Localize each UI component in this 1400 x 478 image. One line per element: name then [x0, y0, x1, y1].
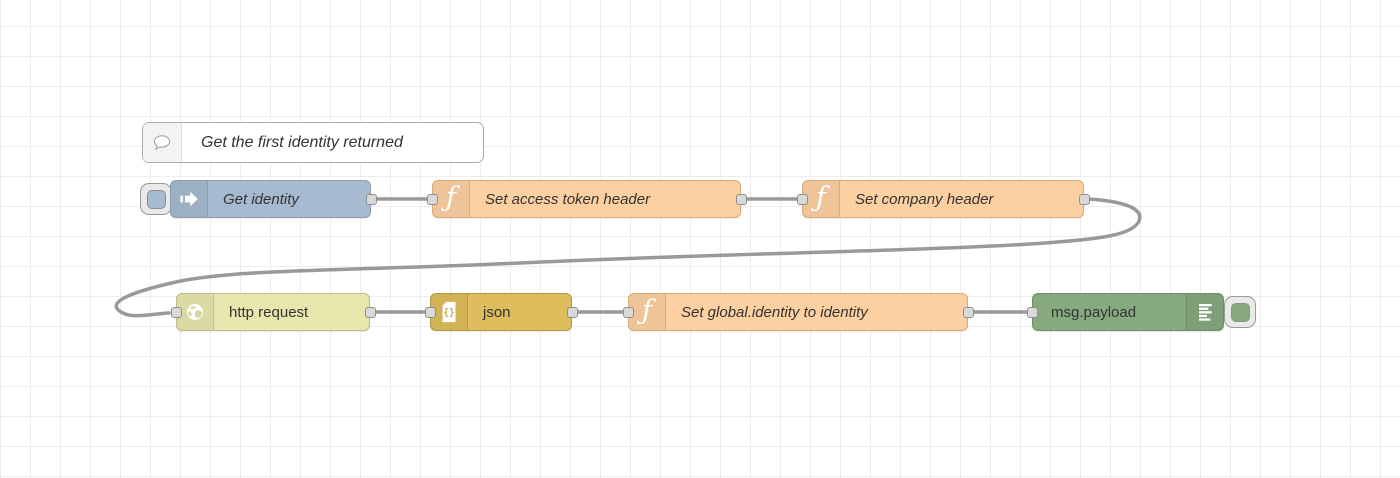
node-label: Set access token header — [485, 190, 651, 208]
node-json[interactable]: {} json — [424, 293, 578, 331]
node-label: Set company header — [855, 190, 994, 208]
function-icon: ƒ — [433, 181, 470, 217]
node-label: msg.payload — [1051, 303, 1137, 321]
inject-trigger-button[interactable] — [140, 183, 172, 215]
function-icon: ƒ — [629, 294, 666, 330]
function-glyph: ƒ — [446, 181, 456, 213]
node-function-set-company-header[interactable]: ƒ Set company header — [796, 180, 1090, 218]
output-port[interactable] — [1078, 193, 1090, 205]
comment-node[interactable]: Get the first identity returned — [142, 122, 484, 163]
function-glyph: ƒ — [642, 294, 652, 326]
node-function-set-access-token-header[interactable]: ƒ Set access token header — [426, 180, 747, 218]
node-debug-msg-payload[interactable]: msg.payload — [1026, 293, 1224, 331]
node-function-set-global-identity[interactable]: ƒ Set global.identity to identity — [622, 293, 974, 331]
globe-icon — [177, 294, 214, 330]
node-label: Set global.identity to identity — [681, 303, 868, 321]
wire-fn2-to-httprequest-wraparound[interactable] — [114, 197, 1142, 318]
comment-label: Get the first identity returned — [201, 133, 403, 151]
node-http-request[interactable]: http request — [170, 293, 376, 331]
input-port[interactable] — [426, 193, 438, 205]
debug-button-inner — [1230, 302, 1250, 322]
input-port[interactable] — [424, 306, 436, 318]
json-braces-glyph: {} — [443, 308, 454, 319]
debug-output-icon — [1186, 294, 1223, 330]
speech-bubble-icon — [143, 123, 182, 162]
input-port[interactable] — [796, 193, 808, 205]
function-icon: ƒ — [803, 181, 840, 217]
output-port[interactable] — [566, 306, 578, 318]
node-inject-get-identity[interactable]: Get identity — [170, 180, 377, 218]
node-label: Get identity — [223, 190, 299, 208]
output-port[interactable] — [365, 193, 377, 205]
debug-toggle-button[interactable] — [1224, 296, 1256, 328]
output-port[interactable] — [364, 306, 376, 318]
input-port[interactable] — [622, 306, 634, 318]
output-port[interactable] — [962, 306, 974, 318]
inject-button-inner — [146, 189, 166, 209]
input-port[interactable] — [1026, 306, 1038, 318]
node-label: http request — [229, 303, 309, 321]
json-file-icon: {} — [431, 294, 468, 330]
function-glyph: ƒ — [816, 181, 826, 213]
inject-arrow-icon — [171, 181, 208, 217]
node-label: json — [483, 303, 511, 321]
output-port[interactable] — [735, 193, 747, 205]
input-port[interactable] — [170, 306, 182, 318]
